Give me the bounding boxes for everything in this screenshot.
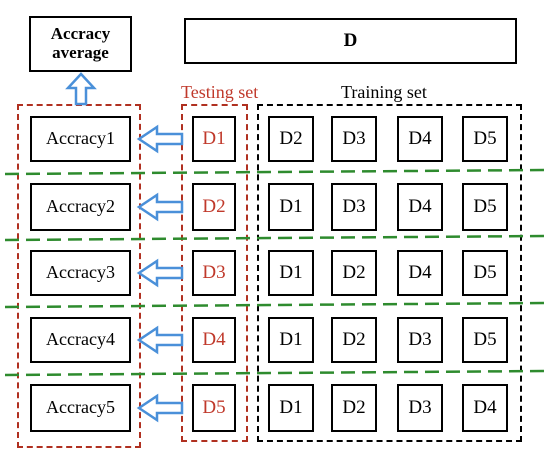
- accuracy-box-2: Accracy2: [30, 183, 131, 231]
- testing-set-label: Testing set: [181, 82, 259, 102]
- left-arrow-2: [136, 192, 184, 222]
- train-fold-2-4: D5: [462, 183, 508, 231]
- accuracy-average-line2: average: [52, 43, 109, 62]
- test-fold-3: D3: [192, 250, 236, 296]
- accuracy-average-line1: Accracy: [50, 24, 111, 44]
- train-fold-3-1: D1: [268, 250, 314, 296]
- train-fold-3-4: D5: [462, 250, 508, 296]
- left-arrow-1: [136, 124, 184, 154]
- train-fold-2-2: D3: [331, 183, 377, 231]
- accuracy-box-4: Accracy4: [30, 317, 131, 363]
- training-set-label: Training set: [341, 82, 427, 102]
- accuracy-box-1: Accracy1: [30, 116, 131, 162]
- train-fold-2-1: D1: [268, 183, 314, 231]
- train-fold-1-2: D3: [331, 116, 377, 162]
- train-fold-2-3: D4: [397, 183, 443, 231]
- train-fold-3-3: D4: [397, 250, 443, 296]
- train-fold-5-2: D2: [331, 384, 377, 432]
- test-fold-1: D1: [192, 116, 236, 162]
- train-fold-4-1: D1: [268, 317, 314, 363]
- train-fold-1-1: D2: [268, 116, 314, 162]
- train-fold-3-2: D2: [331, 250, 377, 296]
- training-set-frame: [257, 104, 522, 442]
- dataset-box: D: [184, 18, 517, 64]
- average-up-arrow: [65, 72, 97, 106]
- train-fold-5-4: D4: [462, 384, 508, 432]
- test-fold-2: D2: [192, 183, 236, 231]
- left-arrow-4: [136, 325, 184, 355]
- train-fold-4-2: D2: [331, 317, 377, 363]
- train-fold-1-4: D5: [462, 116, 508, 162]
- left-arrow-5: [136, 393, 184, 423]
- train-fold-4-4: D5: [462, 317, 508, 363]
- accuracy-average-box: Accracy average: [29, 16, 132, 72]
- left-arrow-3: [136, 258, 184, 288]
- train-fold-4-3: D3: [397, 317, 443, 363]
- dataset-label: D: [343, 29, 358, 51]
- accuracy-box-5: Accracy5: [30, 384, 131, 432]
- test-fold-5: D5: [192, 384, 236, 432]
- train-fold-5-3: D3: [397, 384, 443, 432]
- accuracy-box-3: Accracy3: [30, 250, 131, 296]
- train-fold-1-3: D4: [397, 116, 443, 162]
- test-fold-4: D4: [192, 317, 236, 363]
- train-fold-5-1: D1: [268, 384, 314, 432]
